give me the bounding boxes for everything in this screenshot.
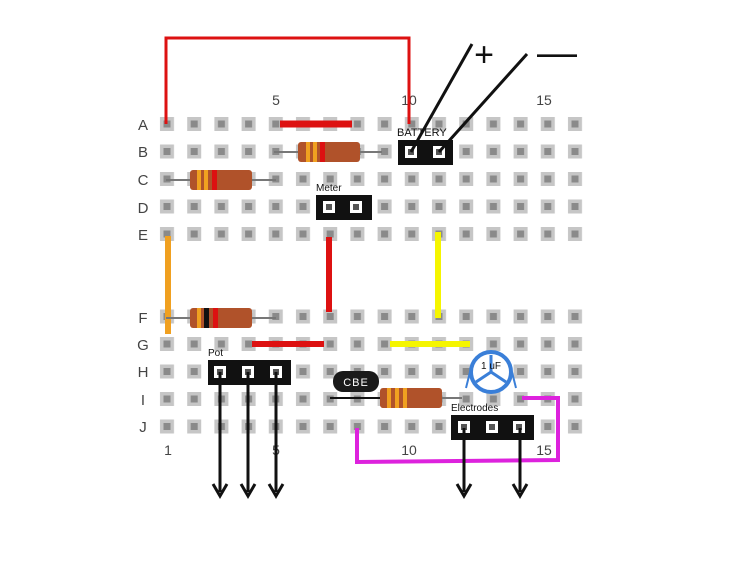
row-label-b: B [138,144,148,161]
row-label-d: D [138,200,149,217]
capacitor: 1 uF [465,350,517,394]
battery-minus-sign: — [537,31,577,75]
electrode-leads [455,428,529,499]
electrodes-label: Electrodes [451,403,498,414]
meter-connector [316,195,372,220]
row-label-i: I [141,392,145,409]
resistor-row-b [298,142,360,162]
battery-positive-lead [409,43,474,153]
pot-label: Pot [208,348,223,359]
red-wire-top-loop [164,36,411,124]
resistor-row-c [190,170,252,190]
resistor-row-f [190,308,252,328]
battery-negative-lead [437,52,529,154]
transistor-label: CBE [343,377,369,389]
capacitor-label: 1 uF [481,361,501,372]
transistor: CBE [333,371,379,392]
resistor-row-i [380,388,442,408]
row-label-e: E [138,227,148,244]
row-label-h: H [138,364,149,381]
meter-label: Meter [316,183,342,194]
bottom-col-label-1: 1 [164,442,172,458]
row-label-c: C [138,172,149,189]
top-col-label-5: 5 [272,92,280,108]
magenta-wire-bottom-loop [355,396,560,465]
bottom-col-label-15: 15 [536,442,552,458]
row-label-j: J [139,419,147,436]
battery-plus-sign: + [474,36,494,74]
pot-leads [211,372,285,499]
top-col-label-15: 15 [536,92,552,108]
row-labels: A B C D E F G H I J [137,117,149,436]
row-label-f: F [138,310,147,327]
row-label-a: A [138,117,148,134]
bottom-col-label-10: 10 [401,442,417,458]
row-label-g: G [137,337,149,354]
